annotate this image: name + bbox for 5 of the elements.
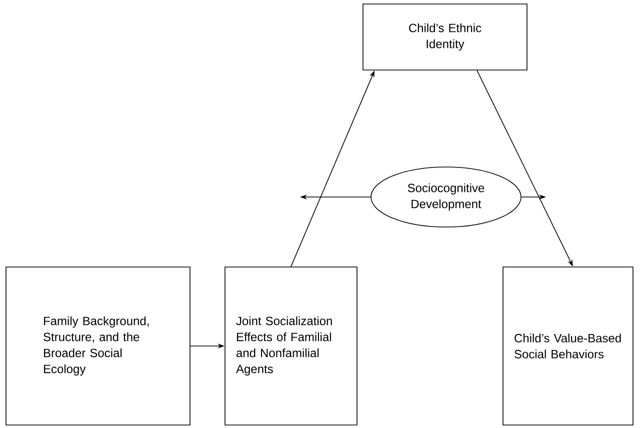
oval-node: Sociocognitive Development: [370, 166, 522, 228]
text-box: Joint Socialization Effects of Familial and Nonfamilial Agents: [224, 266, 358, 426]
text-box: Child’s Ethnic Identity: [362, 4, 528, 70]
text-box: Family Background, Structure, and the Broader Social Ecology: [6, 266, 190, 426]
text-box: Child’s Value-Based Social Behaviors: [502, 266, 634, 426]
